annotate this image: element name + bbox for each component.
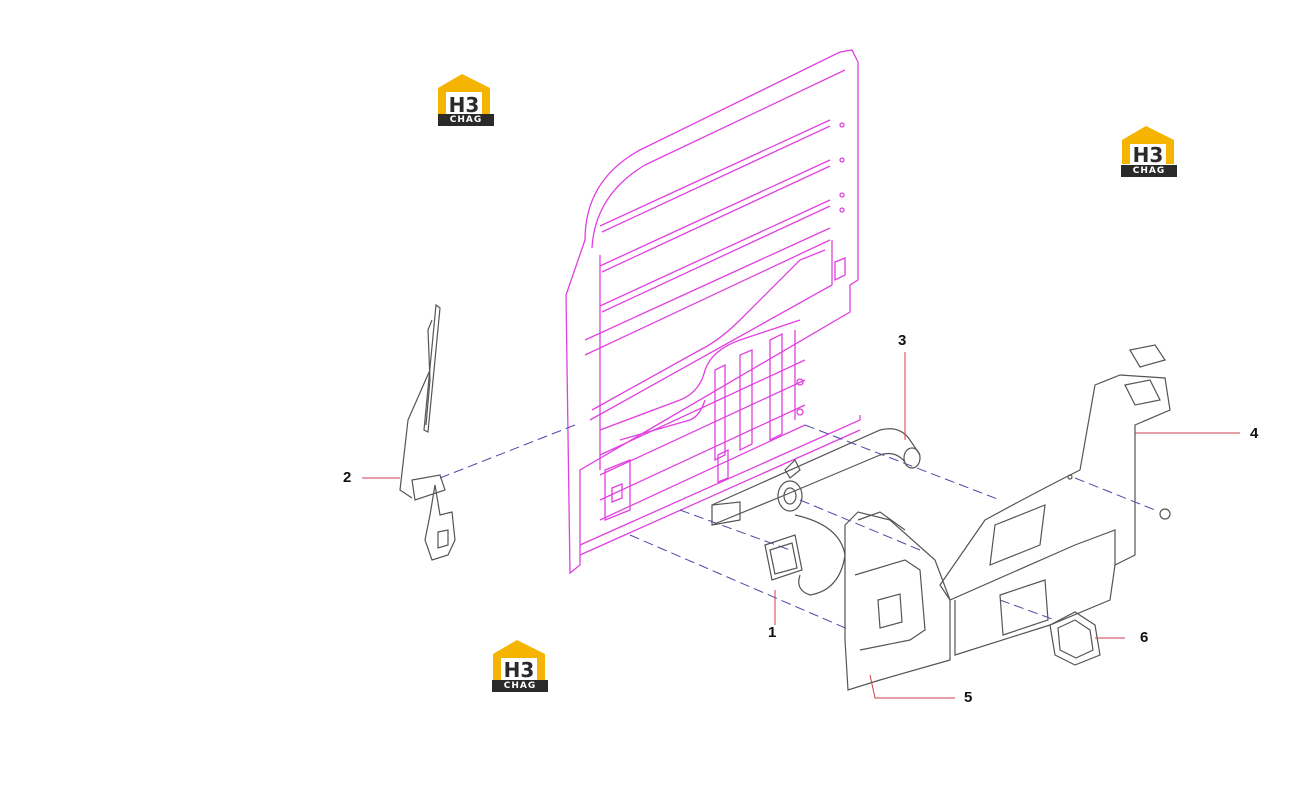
callout-2: 2 xyxy=(343,469,352,486)
callout-4: 4 xyxy=(1250,425,1259,442)
assembly-dashed-lines xyxy=(439,424,1156,631)
callout-leader-lines xyxy=(362,352,1240,699)
svg-text:H3: H3 xyxy=(449,93,480,117)
logo-badge: CHAG xyxy=(1121,123,1177,177)
logo-text: CHAG xyxy=(1121,165,1177,177)
logo-badge: CHAG xyxy=(438,72,494,126)
callout-6: 6 xyxy=(1140,629,1149,646)
part-3-duct-hose xyxy=(711,428,921,526)
logo-text: CHAG xyxy=(492,680,548,692)
callout-5: 5 xyxy=(964,689,973,706)
svg-text:H3: H3 xyxy=(1133,143,1164,167)
part-1-vent-cover xyxy=(764,514,846,596)
h3-house-logo-icon: H3 xyxy=(493,640,545,682)
logo-text: CHAG xyxy=(438,114,494,126)
part-5-lower-trim-panel xyxy=(844,511,951,691)
part-6-vent-grille xyxy=(1049,611,1101,666)
logo-badge: CHAG xyxy=(492,638,548,692)
callout-3: 3 xyxy=(898,332,907,349)
svg-text:H3: H3 xyxy=(504,658,535,682)
part-4-side-trim-panel xyxy=(939,344,1171,656)
callout-1: 1 xyxy=(768,624,777,641)
h3-house-logo-icon: H3 xyxy=(438,74,490,117)
cab-rear-wall-frame xyxy=(565,49,861,575)
h3-house-logo-icon: H3 xyxy=(1122,126,1174,167)
part-2-wiper-assembly xyxy=(399,303,456,561)
